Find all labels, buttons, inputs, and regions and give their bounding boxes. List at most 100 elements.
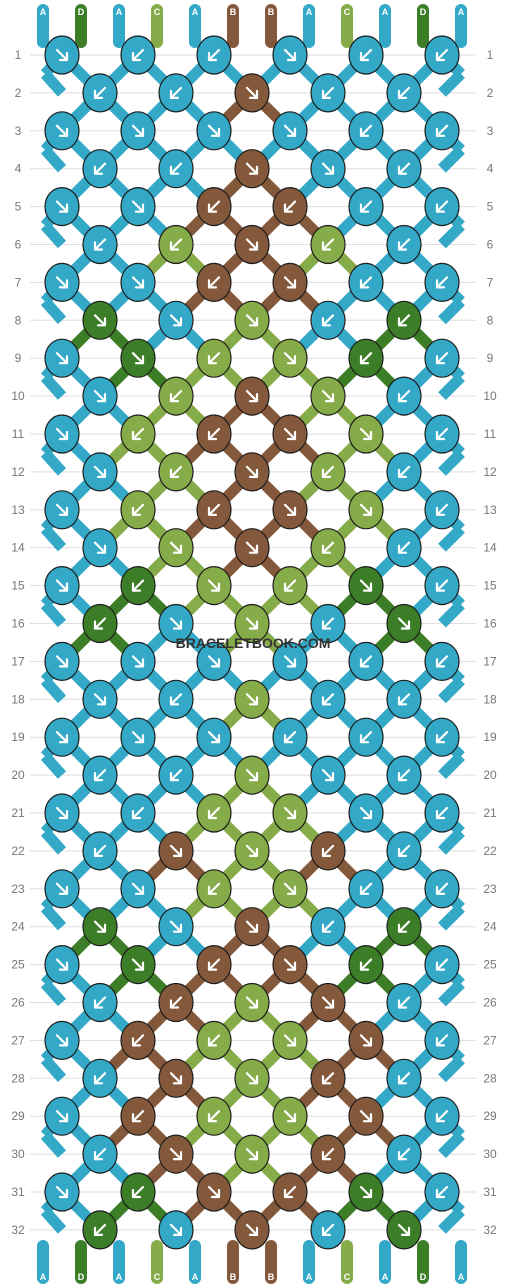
arrow-down-right-icon: [359, 503, 373, 516]
knot: [196, 1096, 232, 1136]
arrow-down-right-icon: [245, 1147, 259, 1161]
knot: [82, 831, 118, 871]
arrow-down-left-icon: [207, 1034, 221, 1047]
arrow-down-right-icon: [207, 1185, 221, 1199]
knot: [44, 35, 80, 75]
row-number-right: 6: [487, 238, 494, 252]
row-number-left: 28: [11, 1071, 25, 1085]
arrow-down-left-icon: [283, 579, 297, 592]
knot: [272, 414, 308, 454]
arrow-down-right-icon: [283, 958, 297, 971]
strand-start: [265, 4, 277, 48]
arrow-down-left-icon: [435, 200, 449, 213]
knot: [234, 679, 270, 719]
row-number-left: 1: [15, 48, 22, 62]
arrow-down-left-icon: [397, 920, 411, 933]
strand-start: [37, 4, 49, 48]
thread-segment: [40, 373, 67, 400]
arrow-down-right-icon: [55, 731, 69, 744]
row-number-left: 31: [11, 1185, 25, 1199]
thread-segment: [438, 145, 465, 173]
knot: [158, 907, 194, 947]
arrow-down-right-icon: [245, 238, 259, 251]
arrow-down-left-icon: [131, 1185, 145, 1199]
arrow-down-left-icon: [93, 768, 107, 782]
arrow-down-right-icon: [55, 882, 69, 895]
arrow-down-right-icon: [359, 1034, 373, 1047]
arrow-down-left-icon: [397, 238, 411, 251]
thread-segment: [40, 297, 67, 324]
knot: [234, 376, 270, 416]
row-number-right: 20: [483, 768, 497, 782]
knot: [234, 528, 270, 568]
strand-start: [227, 4, 239, 48]
row-number-right: 11: [484, 427, 497, 441]
knot: [348, 641, 384, 682]
arrow-down-left-icon: [435, 124, 449, 137]
row-number-right: 15: [483, 579, 497, 593]
thread-segment: [438, 449, 465, 476]
arrow-down-left-icon: [435, 48, 449, 62]
strand-letter: B: [230, 7, 237, 17]
row-number-right: 8: [487, 313, 494, 327]
row-number-right: 3: [487, 124, 494, 138]
knot: [44, 1020, 80, 1061]
knot: [386, 224, 422, 265]
arrow-down-right-icon: [283, 655, 297, 668]
arrow-down-right-icon: [169, 314, 183, 327]
arrow-down-left-icon: [283, 200, 297, 213]
strand-end: [227, 1240, 239, 1284]
knot: [196, 944, 232, 985]
knot: [44, 793, 80, 833]
knot: [424, 111, 460, 151]
strand-letter: A: [306, 7, 313, 17]
strand-start: [189, 4, 201, 48]
arrow-down-left-icon: [435, 276, 449, 289]
knot: [424, 793, 460, 833]
knot: [158, 224, 194, 265]
row-number-right: 13: [483, 503, 497, 517]
arrow-down-right-icon: [245, 1223, 259, 1237]
strand-letter: D: [78, 7, 85, 17]
arrow-down-right-icon: [245, 920, 259, 933]
knot: [386, 907, 422, 947]
knot: [120, 717, 156, 757]
knot: [82, 73, 118, 113]
knot: [348, 187, 384, 227]
knot: [234, 907, 270, 947]
arrow-down-right-icon: [283, 806, 297, 820]
knot: [120, 565, 156, 606]
knot: [272, 1020, 308, 1061]
arrow-down-right-icon: [93, 693, 107, 706]
thread-segment: [438, 373, 465, 400]
arrow-down-left-icon: [435, 503, 449, 516]
knot: [348, 1172, 384, 1212]
knot: [234, 755, 270, 795]
knot: [196, 869, 232, 909]
strand-end: [151, 1240, 163, 1284]
arrow-down-left-icon: [435, 731, 449, 744]
thread-segment: [40, 676, 67, 703]
arrow-down-left-icon: [397, 1147, 411, 1161]
row-number-right: 12: [483, 465, 497, 479]
knot: [424, 869, 460, 909]
knot: [424, 490, 460, 530]
knot: [386, 1210, 422, 1250]
arrow-down-left-icon: [169, 996, 183, 1009]
knot: [386, 73, 422, 113]
knot: [386, 679, 422, 719]
knot: [424, 262, 460, 302]
row-number-left: 18: [11, 692, 25, 706]
arrow-down-right-icon: [55, 579, 69, 592]
arrow-down-left-icon: [397, 390, 411, 403]
knot: [234, 603, 270, 644]
arrow-down-left-icon: [321, 238, 335, 251]
arrow-down-left-icon: [131, 579, 145, 592]
knot: [348, 262, 384, 302]
row-number-left: 13: [11, 503, 25, 517]
knot: [82, 603, 118, 644]
arrow-down-left-icon: [321, 693, 335, 706]
knot: [120, 1096, 156, 1136]
arrow-down-left-icon: [435, 1185, 449, 1199]
arrow-down-right-icon: [359, 806, 373, 820]
